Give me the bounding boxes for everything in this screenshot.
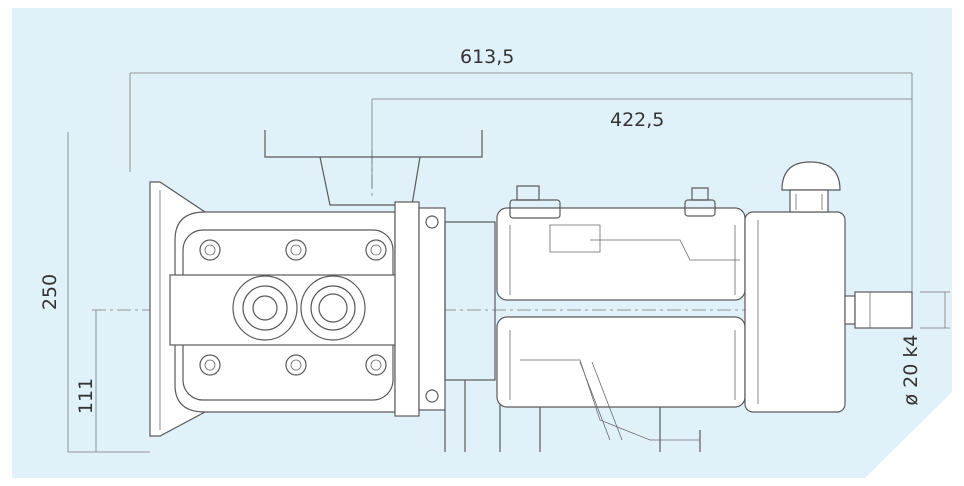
dimension-overall-length: 613,5 (460, 46, 514, 68)
dimension-lines (67, 72, 950, 453)
dimension-shaft-diameter: ø 20 k4 (900, 335, 922, 406)
dimension-height: 250 (39, 274, 61, 310)
pump-housing (149, 130, 483, 437)
dimension-partial-length: 422,5 (610, 109, 664, 131)
lower-base (444, 360, 701, 452)
gear-section (444, 185, 746, 441)
dimension-axis-height: 111 (75, 378, 97, 414)
drive-end (744, 161, 913, 413)
